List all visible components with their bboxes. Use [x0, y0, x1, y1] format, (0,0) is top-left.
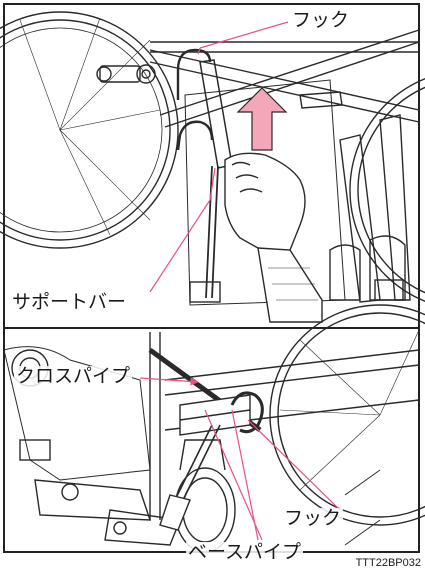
rear-wheel [269, 304, 425, 526]
figure-code: TTT22BP032 [355, 557, 421, 569]
hook-label-bottom: フック [282, 507, 344, 529]
hook-label-top: フック [290, 9, 352, 31]
top-panel-illustration [0, 11, 425, 323]
support-bar-label: サポートバー [10, 291, 129, 313]
hook-top [176, 48, 212, 100]
right-wheel [349, 78, 425, 302]
hook-middle [176, 120, 214, 151]
base-pipe-label: ベースパイプ [186, 541, 304, 563]
hook-bottom [230, 391, 264, 434]
bottom-panel-illustration [3, 304, 425, 553]
large-wheel [0, 11, 179, 249]
bottom-leaders [139, 377, 341, 541]
bottom-right-marks [344, 469, 381, 546]
push-up-arrow [236, 87, 288, 151]
top-leaders [149, 21, 289, 293]
hand [224, 152, 306, 253]
cross-pipe-label: クロスパイプ [14, 365, 133, 387]
